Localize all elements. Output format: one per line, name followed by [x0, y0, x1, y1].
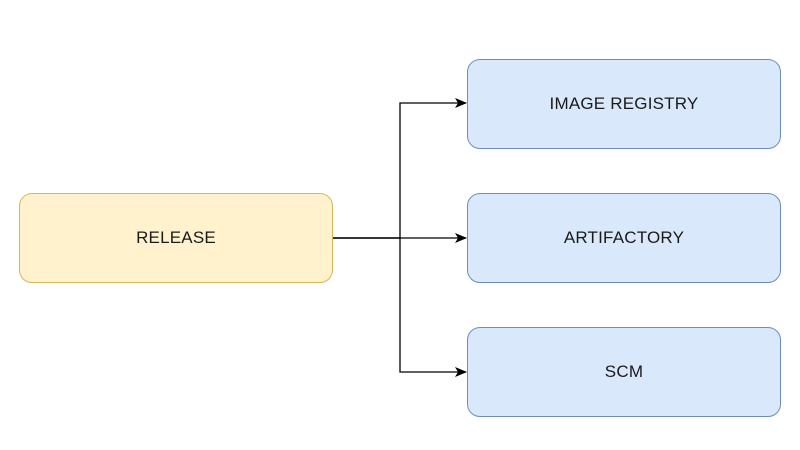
- artifactory-node[interactable]: ARTIFACTORY: [467, 193, 781, 283]
- image-registry-node[interactable]: IMAGE REGISTRY: [467, 59, 781, 149]
- release-node-label: RELEASE: [136, 228, 216, 247]
- connector-release-to-scm: [333, 237, 467, 377]
- release-node[interactable]: RELEASE: [19, 193, 333, 283]
- artifactory-node-label: ARTIFACTORY: [563, 228, 685, 247]
- image-registry-node-label: IMAGE REGISTRY: [549, 94, 699, 113]
- connector-release-to-image-registry: [333, 98, 467, 239]
- scm-node-label: SCM: [604, 362, 644, 381]
- scm-node[interactable]: SCM: [467, 327, 781, 417]
